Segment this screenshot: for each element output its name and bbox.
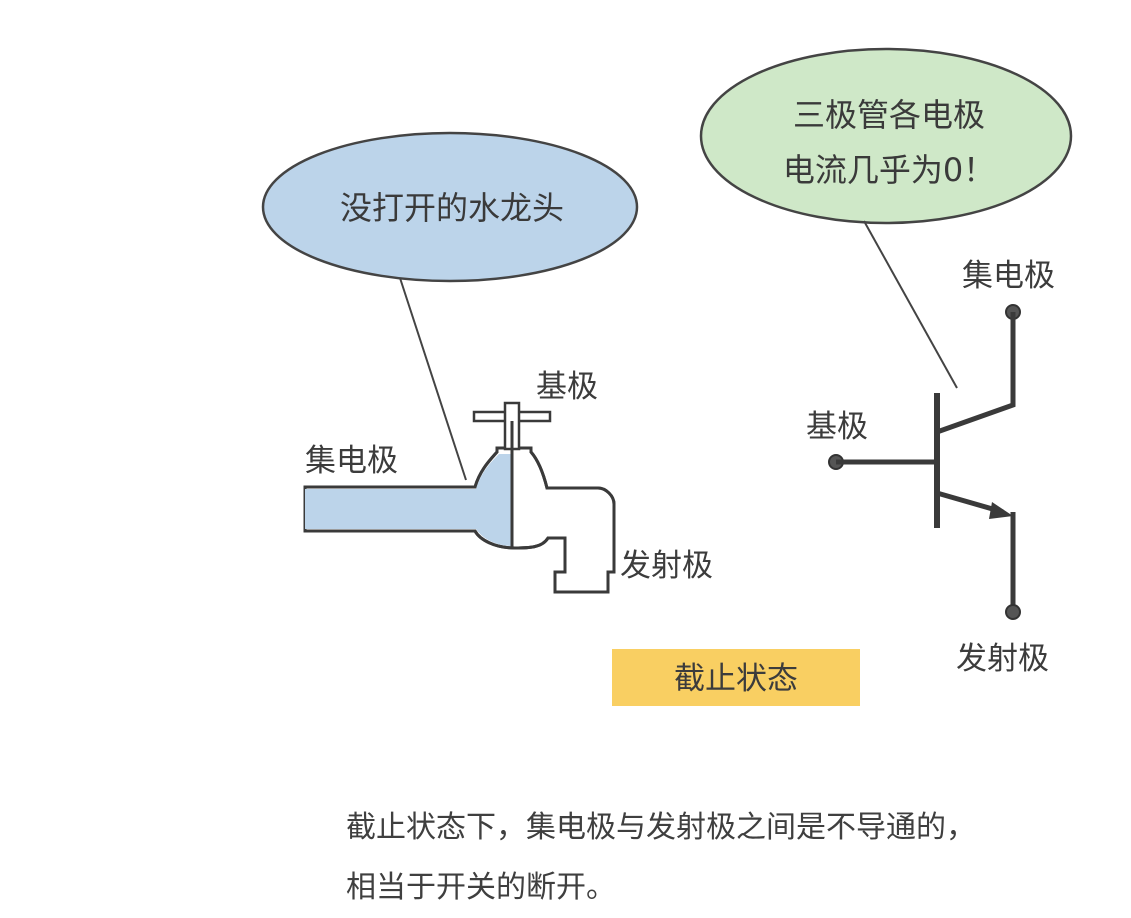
caption-line-1: 截止状态下，集电极与发射极之间是不导通的，: [346, 810, 976, 845]
faucet-pointer-line: [399, 277, 467, 481]
transistor-group: 三极管各电极 电流几乎为0！ 集电极 基极 发射极: [699, 47, 1073, 677]
faucet-label-collector: 集电极: [305, 443, 398, 479]
faucet-group: 没打开的水龙头 基极 集电极 发射极: [261, 131, 713, 594]
faucet-outline: [305, 446, 616, 594]
faucet-speech-bubble: [261, 131, 639, 283]
collector-lead: [936, 312, 1016, 435]
transistor-bubble-line2: 电流几乎为0！: [783, 151, 995, 189]
faucet-label-emitter: 发射极: [620, 548, 713, 584]
transistor-label-emitter: 发射极: [956, 641, 1049, 677]
faucet-label-base: 基极: [536, 369, 598, 405]
transistor-label-base: 基极: [806, 409, 868, 445]
transistor-speech-bubble: [699, 47, 1073, 225]
transistor-bubble-line1: 三极管各电极: [793, 96, 985, 134]
caption-line-2: 相当于开关的断开。: [346, 870, 616, 905]
state-label-text: 截止状态: [674, 661, 798, 697]
emitter-arrow-icon: [989, 502, 1013, 519]
emitter-terminal: [1005, 604, 1021, 620]
caption: 截止状态下，集电极与发射极之间是不导通的， 相当于开关的断开。: [346, 798, 1126, 918]
transistor-pointer-line: [863, 220, 958, 389]
faucet-water: [305, 454, 512, 546]
transistor-label-collector: 集电极: [962, 258, 1055, 294]
faucet-bubble-text: 没打开的水龙头: [340, 189, 564, 227]
state-label-box: [612, 649, 860, 706]
